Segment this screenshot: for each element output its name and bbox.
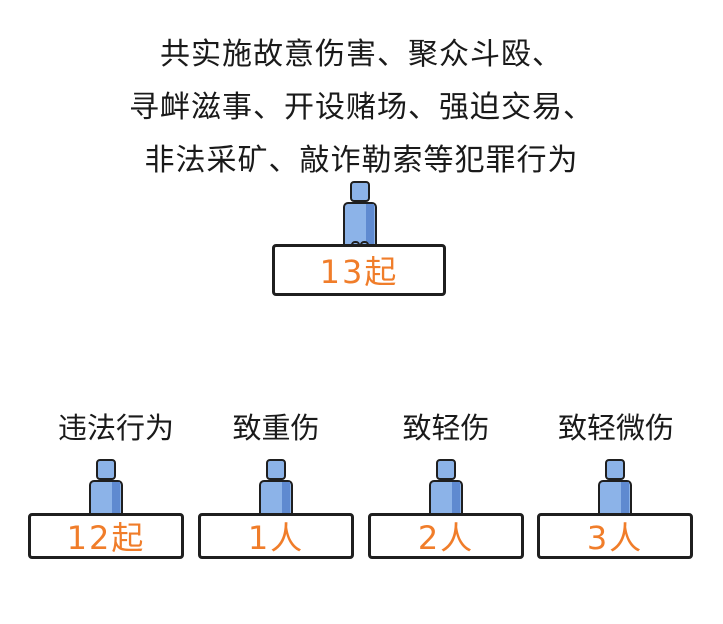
total-count-sign: 13起 bbox=[272, 244, 446, 296]
category-label-serious-injury: 致重伤 bbox=[232, 411, 320, 445]
category-label-minor-injury: 致轻伤 bbox=[402, 411, 490, 445]
category-count-sign: 1人 bbox=[198, 513, 354, 559]
headline: 共实施故意伤害、聚众斗殴、 寻衅滋事、开设赌场、强迫交易、 非法采矿、敲诈勒索等… bbox=[60, 28, 663, 187]
category-count-sign: 2人 bbox=[368, 513, 524, 559]
category-count-sign: 3人 bbox=[537, 513, 693, 559]
category-label-illegal-acts: 违法行为 bbox=[57, 411, 174, 445]
headline-line-1: 共实施故意伤害、聚众斗殴、 bbox=[160, 37, 563, 72]
headline-line-2: 寻衅滋事、开设赌场、强迫交易、 bbox=[129, 90, 594, 125]
category-count: 2人 bbox=[417, 519, 475, 557]
category-count-sign: 12起 bbox=[28, 513, 184, 559]
category-count: 12起 bbox=[66, 519, 146, 557]
headline-line-3: 非法采矿、敲诈勒索等犯罪行为 bbox=[144, 143, 579, 178]
total-count: 13起 bbox=[319, 253, 399, 291]
category-label-slight-injury: 致轻微伤 bbox=[557, 411, 674, 445]
category-count: 1人 bbox=[247, 519, 305, 557]
category-count: 3人 bbox=[586, 519, 644, 557]
